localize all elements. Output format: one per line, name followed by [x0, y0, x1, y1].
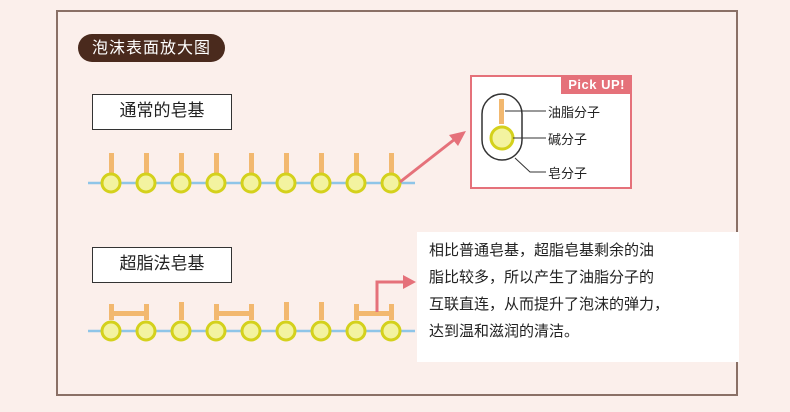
- oil-tail: [214, 304, 219, 320]
- oil-tail: [249, 153, 254, 173]
- alkali-head: [275, 320, 297, 342]
- description-line-1: 相比普通皂基，超脂皂基剩余的油: [429, 241, 655, 259]
- alkali-head: [205, 320, 227, 342]
- oil-tail: [389, 153, 394, 173]
- alkali-head: [380, 320, 402, 342]
- oil-molecule: [499, 99, 504, 124]
- description-box: 相比普通皂基，超脂皂基剩余的油 脂比较多，所以产生了油脂分子的 互联直连，从而提…: [417, 232, 739, 362]
- description-line-4: 达到温和滋润的清洁。: [429, 322, 580, 340]
- description-line-2: 脂比较多，所以产生了油脂分子的: [429, 268, 655, 286]
- oil-tail: [354, 304, 359, 320]
- alkali-head: [310, 320, 332, 342]
- oil-bridge: [354, 311, 394, 316]
- oil-tail: [109, 304, 114, 320]
- oil-tail: [319, 302, 324, 320]
- oil-tail: [179, 153, 184, 173]
- alkali-head: [100, 172, 122, 194]
- alkali-head: [380, 172, 402, 194]
- alkali-head: [240, 320, 262, 342]
- ordinary-soap-label: 通常的皂基: [92, 94, 232, 130]
- oil-tail: [179, 302, 184, 320]
- oil-tail: [214, 153, 219, 173]
- alkali-head: [170, 320, 192, 342]
- pick-up-molecule: [481, 93, 546, 173]
- oil-tail: [144, 153, 149, 173]
- superfat-soap-row: [88, 302, 415, 342]
- alkali-head: [135, 320, 157, 342]
- alkali-head: [135, 172, 157, 194]
- alkali-molecule: [489, 125, 515, 151]
- soap-pointer-line: [514, 157, 546, 173]
- oil-tail: [249, 304, 254, 320]
- alkali-head: [345, 172, 367, 194]
- oil-tail: [319, 153, 324, 173]
- oil-tail: [144, 304, 149, 320]
- pick-up-tag: Pick UP!: [561, 75, 632, 94]
- oil-tail: [354, 153, 359, 173]
- alkali-head: [310, 172, 332, 194]
- alkali-head: [100, 320, 122, 342]
- ordinary-soap-row: [88, 153, 415, 194]
- alkali-head: [205, 172, 227, 194]
- oil-bridge: [214, 311, 254, 316]
- oil-molecule-label: 油脂分子: [548, 106, 601, 121]
- oil-tail: [109, 153, 114, 173]
- alkali-head: [275, 172, 297, 194]
- alkali-molecule-label: 碱分子: [548, 133, 588, 148]
- oil-tail: [389, 304, 394, 320]
- zoom-arrow: [399, 131, 466, 184]
- oil-bridge: [109, 311, 149, 316]
- superfat-soap-label: 超脂法皂基: [92, 247, 232, 283]
- alkali-head: [170, 172, 192, 194]
- alkali-head: [240, 172, 262, 194]
- description-line-3: 互联直连，从而提升了泡沫的弹力，: [429, 295, 670, 313]
- diagram-title: 泡沫表面放大图: [78, 34, 226, 62]
- oil-tail: [284, 302, 289, 320]
- oil-tail: [284, 153, 289, 173]
- superfat-arrow: [375, 275, 416, 312]
- soap-molecule-label: 皂分子: [548, 167, 588, 182]
- alkali-head: [345, 320, 367, 342]
